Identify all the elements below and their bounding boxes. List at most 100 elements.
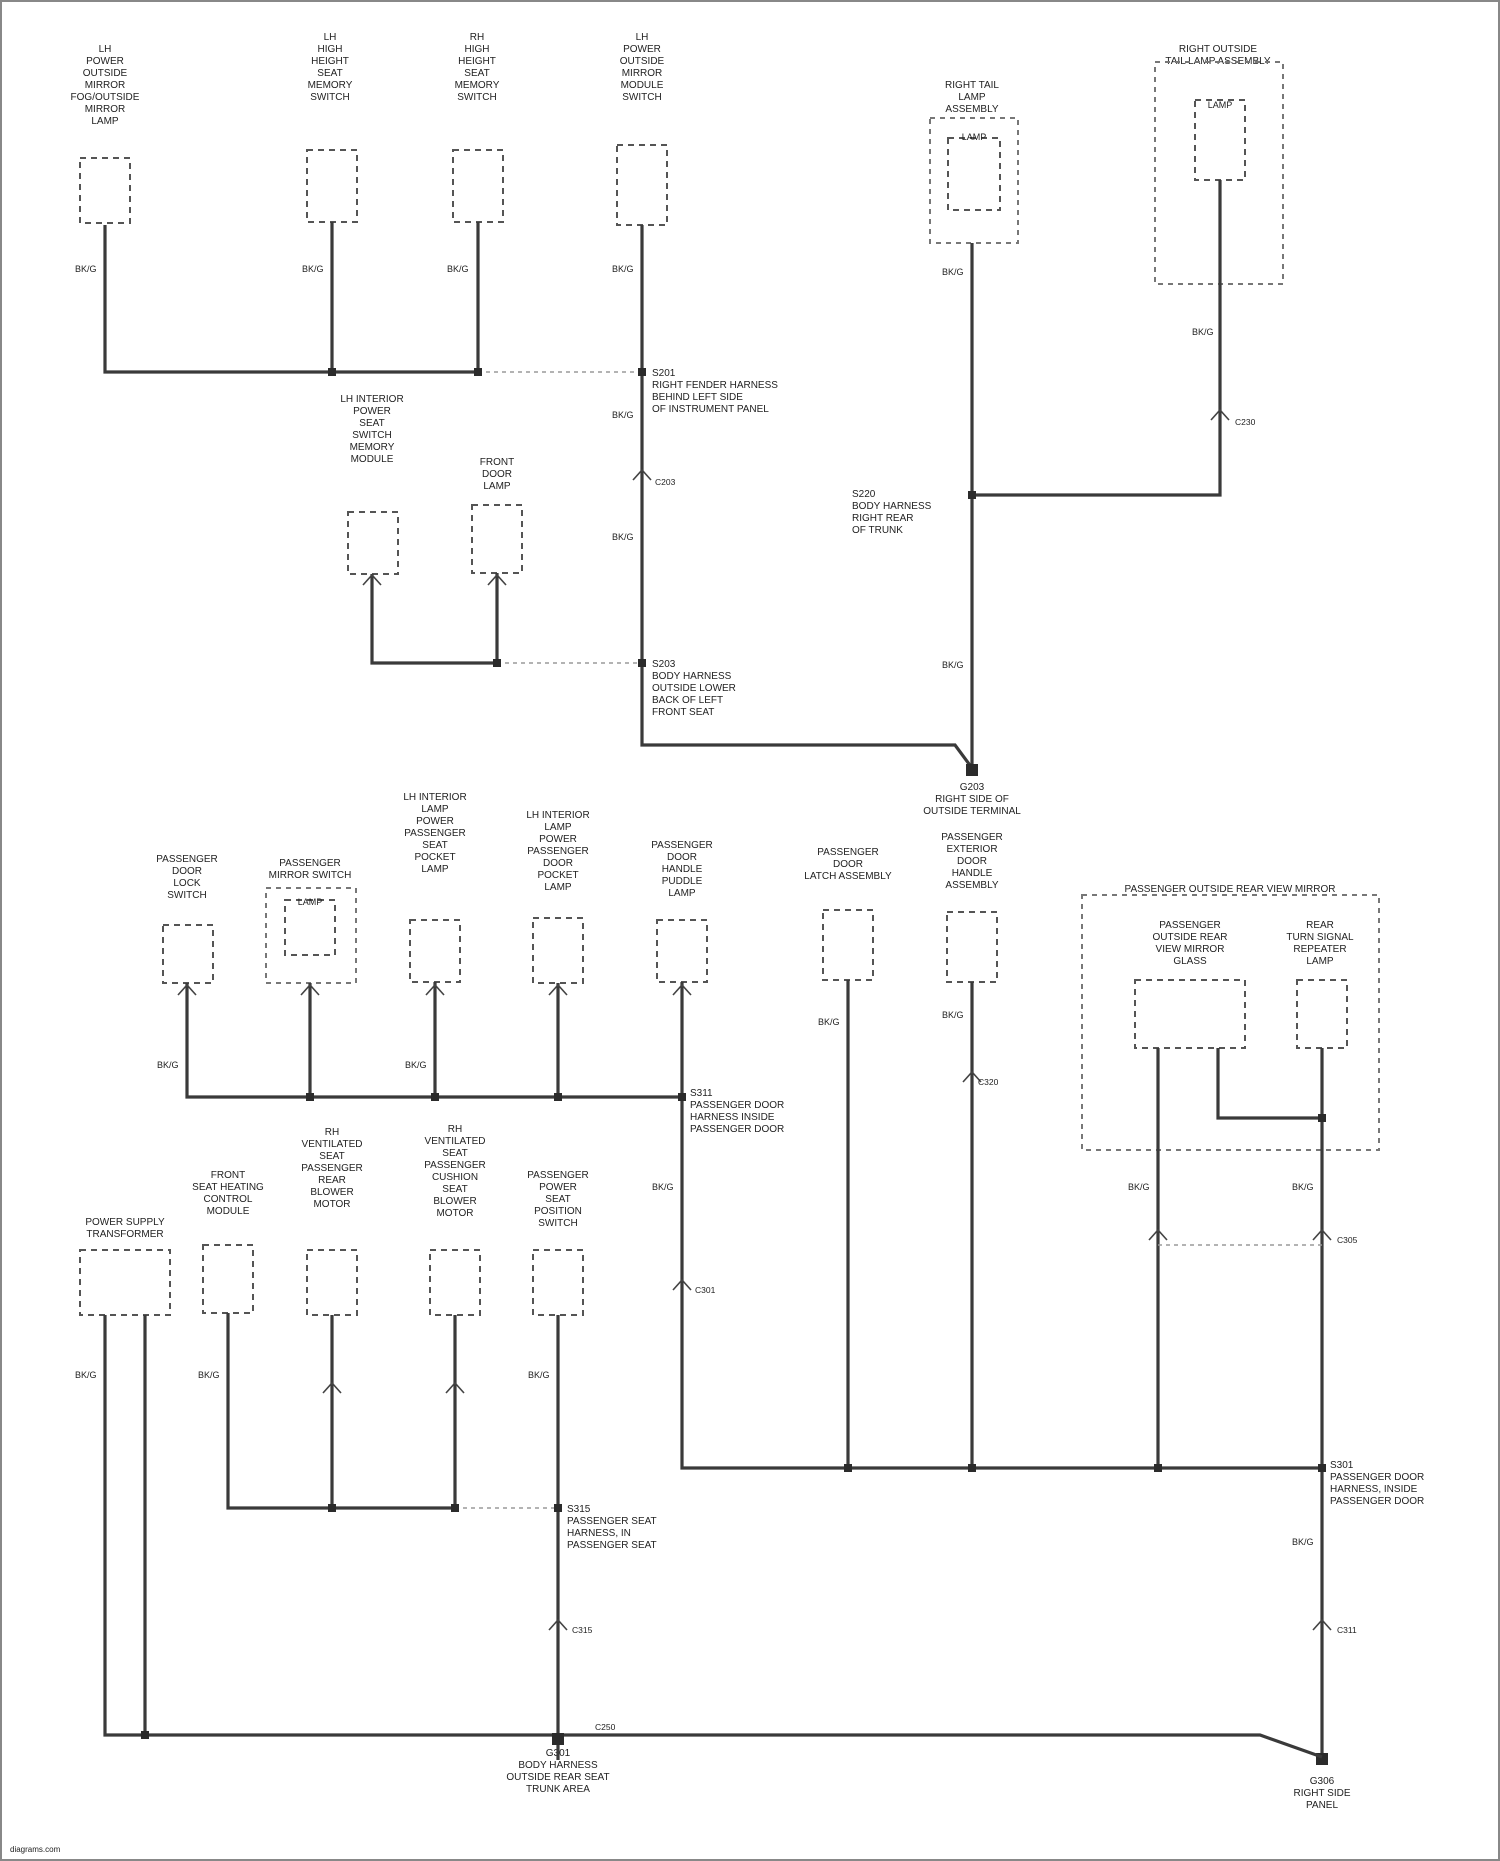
wire-label: BK/G xyxy=(942,267,964,277)
component-label-line: BLOWER xyxy=(433,1196,476,1207)
component-label-line: PASSENGER xyxy=(404,828,466,839)
splice-label-line: OF INSTRUMENT PANEL xyxy=(652,404,769,415)
component-label-line: POWER xyxy=(86,56,124,67)
component-label-line: SEAT xyxy=(545,1194,570,1205)
splice-label-line: S301 xyxy=(1330,1460,1354,1471)
splice-label-line: S201 xyxy=(652,368,676,379)
splice-label-line: BEHIND LEFT SIDE xyxy=(652,392,743,403)
component-label-line: SEAT xyxy=(464,68,489,79)
component-label-line: POWER xyxy=(539,834,577,845)
component-label-line: LATCH ASSEMBLY xyxy=(804,871,892,882)
component-label-line: PASSENGER xyxy=(301,1163,363,1174)
component-label-line: VENTILATED xyxy=(425,1136,486,1147)
component-label-line: SWITCH xyxy=(457,92,496,103)
component-label-line: LAMP xyxy=(91,116,119,127)
component-label-line: PASSENGER xyxy=(156,854,218,865)
wire-label: BK/G xyxy=(198,1370,220,1380)
splice-label-line: FRONT SEAT xyxy=(652,707,714,718)
component-label-line: LAMP xyxy=(421,864,449,875)
wire-label: BK/G xyxy=(818,1017,840,1027)
splice-label-line: BODY HARNESS xyxy=(652,671,732,682)
component-label-line: PASSENGER xyxy=(941,832,1003,843)
component-label-line: LH INTERIOR xyxy=(526,810,589,821)
right-outside-tail-lamp-inner-label: LAMP xyxy=(1208,100,1233,110)
splice-label-line: OUTSIDE TERMINAL xyxy=(923,806,1021,817)
component-label-line: OUTSIDE xyxy=(620,56,665,67)
component-label-line: CUSHION xyxy=(432,1172,478,1183)
component-label-line: PASSENGER xyxy=(527,846,589,857)
component-label-line: DOOR xyxy=(667,852,697,863)
component-label-line: LAMP xyxy=(544,822,572,833)
component-label-line: LH xyxy=(636,32,649,43)
component-label-line: HEIGHT xyxy=(458,56,496,67)
connector-label: C250 xyxy=(595,1722,616,1732)
component-label-line: DOOR xyxy=(172,866,202,877)
component-label-line: EXTERIOR xyxy=(946,844,997,855)
wire-label: BK/G xyxy=(612,410,634,420)
component-label-line: LAMP xyxy=(958,92,986,103)
component-label-line: SWITCH xyxy=(310,92,349,103)
passenger-mirror-inner-label: LAMP xyxy=(298,897,323,907)
component-label-line: POWER xyxy=(623,44,661,55)
component-label-line: BLOWER xyxy=(310,1187,353,1198)
component-label-line: MODULE xyxy=(621,80,664,91)
wire-label: BK/G xyxy=(75,1370,97,1380)
wire-label: BK/G xyxy=(447,264,469,274)
component-label-line: HIGH xyxy=(318,44,343,55)
component-label-line: FRONT xyxy=(211,1170,245,1181)
component-label: RIGHT OUTSIDETAIL LAMP ASSEMBLY xyxy=(1165,44,1271,67)
splice-label-line: PANEL xyxy=(1306,1800,1338,1811)
component-label-line: MODULE xyxy=(351,454,394,465)
component-label-line: SWITCH xyxy=(352,430,391,441)
component-label-line: POWER xyxy=(353,406,391,417)
component-label-line: OUTSIDE REAR xyxy=(1152,932,1227,943)
component-label-line: REAR xyxy=(318,1175,346,1186)
splice-label-line: S203 xyxy=(652,659,676,670)
splice-label-line: HARNESS, INSIDE xyxy=(1330,1484,1418,1495)
component-label-line: CONTROL xyxy=(204,1194,253,1205)
component-label-line: DOOR xyxy=(957,856,987,867)
component-label-line: POCKET xyxy=(414,852,455,863)
component-label-line: PASSENGER xyxy=(424,1160,486,1171)
component-label-line: DOOR xyxy=(543,858,573,869)
connector-label: C301 xyxy=(695,1285,716,1295)
wire-label: BK/G xyxy=(1292,1182,1314,1192)
component-label-line: SWITCH xyxy=(167,890,206,901)
component-label-line: ASSEMBLY xyxy=(945,104,998,115)
splice-label-line: RIGHT FENDER HARNESS xyxy=(652,380,778,391)
component-label-line: VIEW MIRROR xyxy=(1156,944,1225,955)
component-label-line: MIRROR xyxy=(85,80,126,91)
component-label-line: RIGHT TAIL xyxy=(945,80,999,91)
component-label-line: SEAT xyxy=(422,840,447,851)
splice-label-line: PASSENGER DOOR xyxy=(1330,1496,1424,1507)
component-label-line: LAMP xyxy=(1306,956,1334,967)
component-label-line: POSITION xyxy=(534,1206,582,1217)
wire-label: BK/G xyxy=(1128,1182,1150,1192)
splice-label-line: PASSENGER DOOR xyxy=(690,1124,784,1135)
wire-label: BK/G xyxy=(528,1370,550,1380)
component-label: POWER SUPPLYTRANSFORMER xyxy=(85,1217,165,1240)
component-label-line: MOTOR xyxy=(313,1199,350,1210)
component-label-line: LOCK xyxy=(173,878,201,889)
component-label-line: SEAT xyxy=(319,1151,344,1162)
component-label-line: LH xyxy=(324,32,337,43)
splice-label-line: PASSENGER DOOR xyxy=(690,1100,784,1111)
component-label-line: FRONT xyxy=(480,457,514,468)
right-tail-lamp-inner-label: LAMP xyxy=(962,132,987,142)
splice-label-line: RIGHT SIDE xyxy=(1293,1788,1350,1799)
component-label-line: LH INTERIOR xyxy=(403,792,466,803)
component-label-line: PUDDLE xyxy=(662,876,703,887)
splice-label-line: PASSENGER DOOR xyxy=(1330,1472,1424,1483)
splice-label-line: BACK OF LEFT xyxy=(652,695,723,706)
splice-label-line: BODY HARNESS xyxy=(852,501,932,512)
component-label-line: LH xyxy=(99,44,112,55)
splice-label-line: HARNESS INSIDE xyxy=(690,1112,775,1123)
component-label-line: GLASS xyxy=(1173,956,1207,967)
component-label-line: SEAT xyxy=(317,68,342,79)
component-label-line: MEMORY xyxy=(350,442,395,453)
component-label-line: POWER SUPPLY xyxy=(85,1217,165,1228)
